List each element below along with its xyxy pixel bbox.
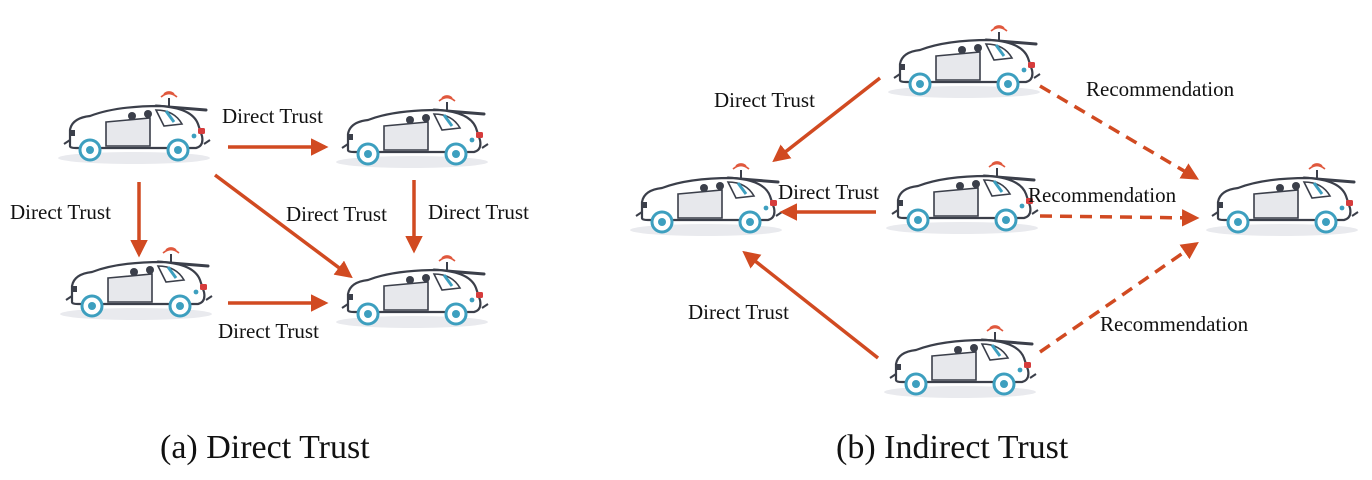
label-b-bottom-right: Recommendation [1100, 312, 1249, 336]
caption-panel-b: (b) Indirect Trust [836, 429, 1069, 466]
car-a3-autonomous-car-icon [58, 246, 214, 322]
label-a3-a4: Direct Trust [218, 319, 319, 343]
car-b-top-autonomous-car-icon [886, 24, 1042, 100]
label-a1-a4: Direct Trust [286, 202, 387, 226]
panel-b-indirect-trust: Direct Trust Direct Trust Direct Trust R… [628, 24, 1360, 466]
label-b-top-right: Recommendation [1086, 77, 1235, 101]
label-b-mid-right: Recommendation [1028, 183, 1177, 207]
label-b-bottom-left: Direct Trust [688, 300, 789, 324]
car-a1-autonomous-car-icon [56, 90, 212, 166]
car-b-left-autonomous-car-icon [628, 162, 784, 238]
car-b-right-autonomous-car-icon [1204, 162, 1360, 238]
label-b-mid-left: Direct Trust [778, 180, 879, 204]
car-a4-autonomous-car-icon [334, 254, 490, 330]
edge-b-mid-right-recommendation [1039, 209, 1200, 227]
label-b-top-left: Direct Trust [714, 88, 815, 112]
edge-a1-a4-direct-trust [213, 173, 353, 279]
label-a1-a3: Direct Trust [10, 200, 111, 224]
caption-panel-a: (a) Direct Trust [160, 429, 370, 466]
edge-b-bottom-right-recommendation [1039, 242, 1199, 354]
car-b-mid-autonomous-car-icon [884, 160, 1040, 236]
panel-a-direct-trust: Direct Trust Direct Trust Direct Trust D… [10, 90, 529, 466]
edge-b-top-left-direct-trust [772, 76, 882, 163]
label-a2-a4: Direct Trust [428, 200, 529, 224]
edge-b-bottom-left-direct-trust [742, 250, 880, 360]
edge-b-top-right-recommendation [1039, 84, 1200, 180]
label-a1-a2: Direct Trust [222, 104, 323, 128]
car-a2-autonomous-car-icon [334, 94, 490, 170]
car-b-bottom-autonomous-car-icon [882, 324, 1038, 400]
